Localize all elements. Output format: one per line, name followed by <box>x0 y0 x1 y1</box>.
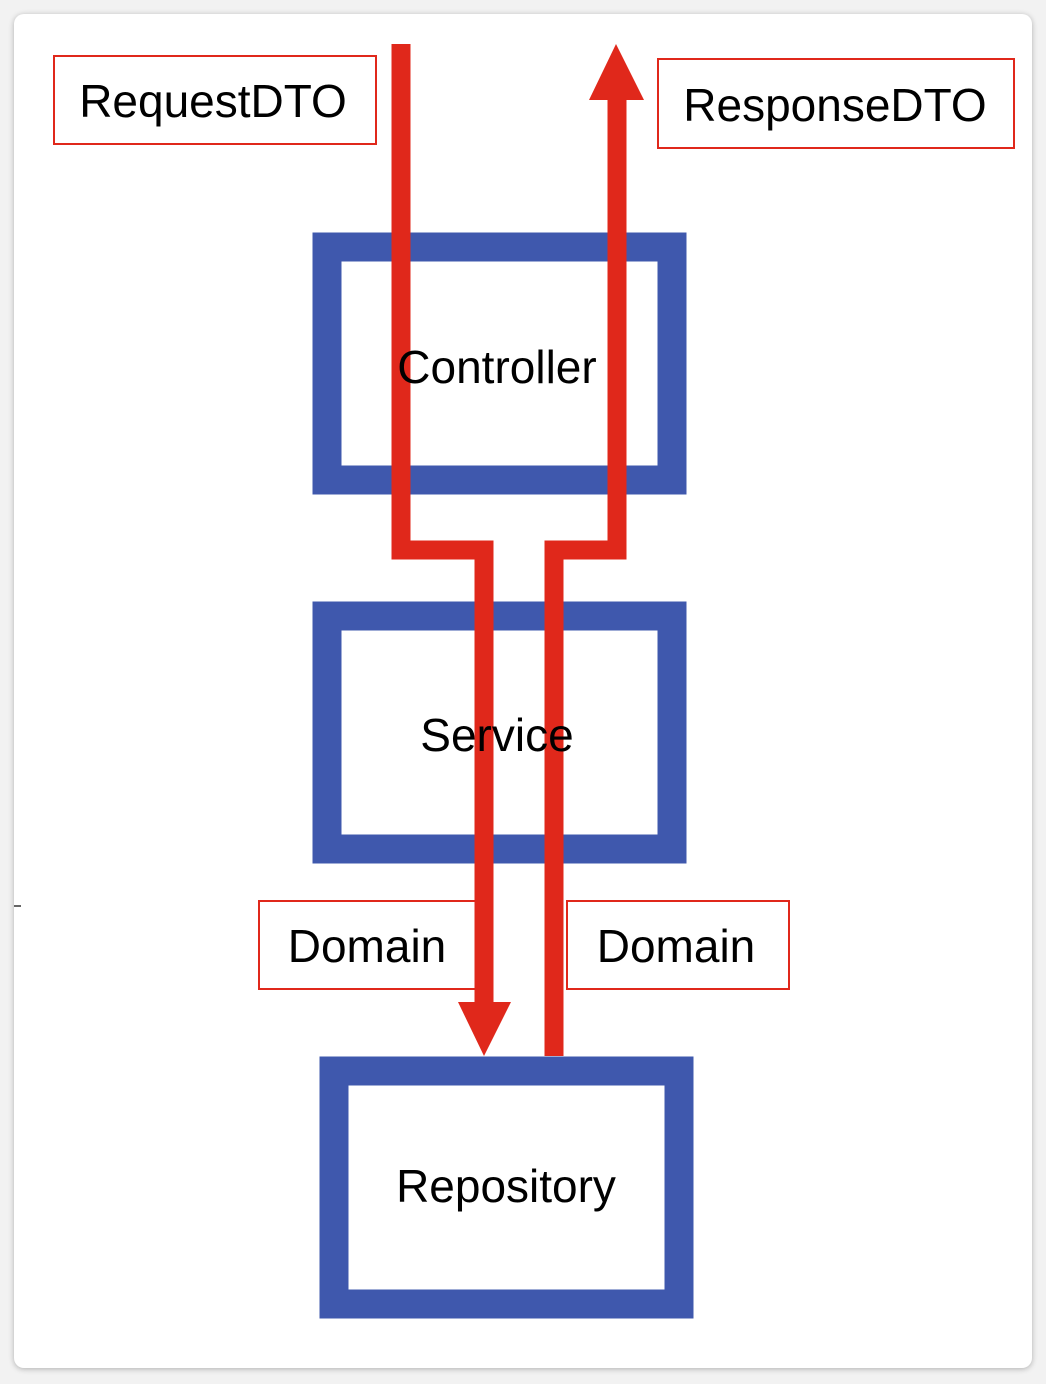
service-box <box>312 601 687 864</box>
response-dto-text: ResponseDTO <box>683 79 986 131</box>
response-dto-label: ResponseDTO <box>657 58 1015 149</box>
request-dto-text: RequestDTO <box>79 75 347 127</box>
request-flow-arrowhead <box>458 1002 511 1056</box>
domain-left-box <box>258 900 483 990</box>
service-label: Service <box>420 709 573 761</box>
repository-label: Repository <box>396 1160 616 1212</box>
request-dto-label: RequestDTO <box>53 55 377 145</box>
response-flow-line <box>544 96 627 1056</box>
service-layer <box>312 601 687 864</box>
domain-right-box <box>566 900 790 990</box>
response-dto-box <box>657 58 1015 149</box>
repository-layer <box>319 1056 694 1319</box>
domain-label-left: Domain <box>258 900 483 990</box>
request-flow-arrow <box>391 44 511 1056</box>
response-flow-arrowhead <box>589 44 644 100</box>
controller-label: Controller <box>397 341 596 393</box>
request-dto-box <box>53 55 377 145</box>
domain-left-text: Domain <box>288 920 447 972</box>
repository-box <box>319 1056 694 1319</box>
request-flow-line <box>391 44 494 1008</box>
response-flow-arrow <box>544 44 644 1056</box>
domain-right-text: Domain <box>597 920 756 972</box>
domain-label-right: Domain <box>566 900 790 990</box>
